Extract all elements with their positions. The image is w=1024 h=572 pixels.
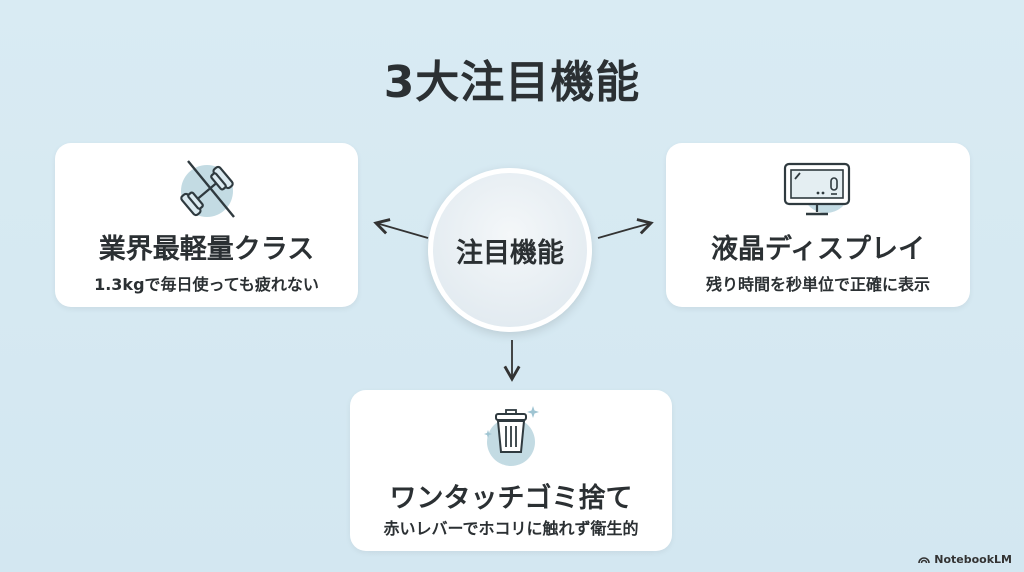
trash-can-icon [484,406,539,466]
brand-watermark: NotebookLM [918,553,1012,566]
feature-subtitle: 赤いレバーでホコリに触れず衛生的 [383,519,639,538]
feature-subtitle: 残り時間を秒単位で正確に表示 [705,275,930,294]
feature-heading: 業界最軽量クラス [98,234,315,265]
dumbbell-crossed-icon [179,160,235,218]
feature-card-lightweight: 業界最軽量クラス 1.3kgで毎日使っても疲れない [55,143,358,307]
feature-subtitle: 1.3kgで毎日使っても疲れない [94,275,319,294]
brand-label: NotebookLM [934,553,1012,566]
feature-heading: 液晶ディスプレイ [710,234,926,265]
notebooklm-logo-icon [918,557,931,564]
monitor-display-icon [783,162,851,216]
feature-heading: ワンタッチゴミ捨て [389,483,633,514]
page-title: 3大注目機能 [383,57,641,108]
hub-label: 注目機能 [456,237,564,269]
feature-card-display: 液晶ディスプレイ 残り時間を秒単位で正確に表示 [666,143,970,307]
arrow-right [597,218,654,239]
arrow-left [373,218,429,239]
hub-circle: 注目機能 [428,168,592,332]
feature-card-dust-disposal: ワンタッチゴミ捨て 赤いレバーでホコリに触れず衛生的 [350,390,672,551]
